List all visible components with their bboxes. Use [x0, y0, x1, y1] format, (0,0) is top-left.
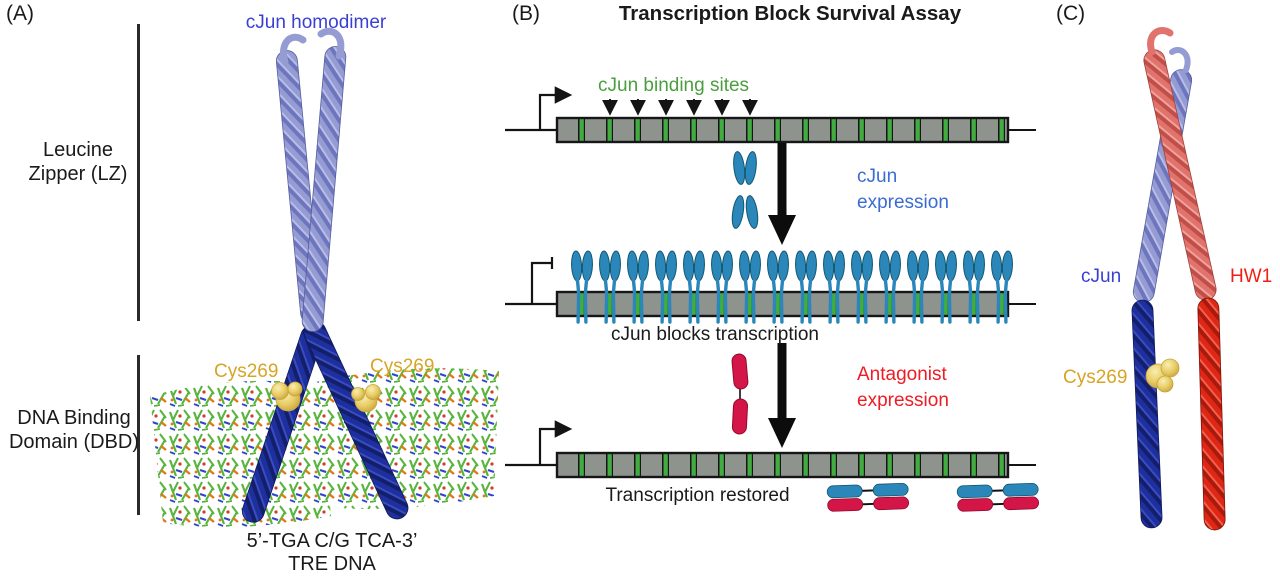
- panel-c-tag: (C): [1056, 2, 1086, 25]
- tre-dna-sequence: 5’-TGA C/G TCA-3’: [246, 530, 418, 552]
- panel-b-assay-graphic: [505, 86, 1040, 513]
- transcription-restored-label: Transcription restored: [605, 485, 790, 506]
- tre-dna-sticks: [150, 368, 499, 528]
- cys269-label: Cys269: [1063, 367, 1128, 388]
- binding-sites-label: cJun binding sites: [598, 75, 750, 96]
- dbd-helix: [241, 320, 409, 523]
- cjun-expression-label: cJun expression: [857, 166, 949, 213]
- expression-arrow-icon-2: [768, 343, 796, 448]
- hw1-helix-label: HW1: [1230, 266, 1273, 287]
- assay-title: Transcription Block Survival Assay: [618, 2, 962, 25]
- cjun-dimer-icon: [731, 151, 759, 229]
- panel-a-structure-graphic: [150, 27, 499, 528]
- antagonist-monomer-icon: [731, 353, 749, 435]
- leucine-zipper-label: Leucine Zipper (LZ): [28, 139, 128, 185]
- cys269-label-left: Cys269: [214, 361, 279, 382]
- expression-arrow-icon-1: [768, 143, 796, 245]
- cys269-spheres-icon: [271, 381, 381, 413]
- blocked-promoter-icon: [505, 257, 557, 306]
- panel-b-tag: (B): [512, 2, 540, 25]
- restored-promoter-arrow-icon: [505, 420, 573, 467]
- cys269-label-right: Cys269: [370, 356, 435, 377]
- gene-bar-3: [555, 451, 1010, 479]
- cjun-hw1-helices: [1131, 27, 1226, 531]
- tre-dna-name: TRE DNA: [288, 553, 376, 575]
- blocks-transcription-label: cJun blocks transcription: [610, 324, 820, 345]
- panel-a-tag: (A): [6, 2, 34, 25]
- cjun-homodimer-title: cJun homodimer: [245, 12, 387, 33]
- dna-binding-domain-label: DNA Binding Domain (DBD): [8, 407, 140, 453]
- panel-c-structure-graphic: [1131, 27, 1226, 531]
- cys269-spheres-icon: [1145, 358, 1180, 393]
- heterodimer-complex-icons: [826, 482, 1040, 513]
- promoter-arrow-icon: [505, 86, 573, 132]
- dbd-bracket-line: [137, 355, 140, 515]
- lz-bracket-line: [137, 24, 140, 321]
- cjun-helix-label: cJun: [1081, 266, 1122, 287]
- antagonist-expression-label: Antagonist expression: [857, 364, 949, 411]
- binding-site-arrow-icons: [602, 99, 758, 116]
- gene-bar-1: [555, 116, 1010, 144]
- lz-helix: [275, 27, 347, 332]
